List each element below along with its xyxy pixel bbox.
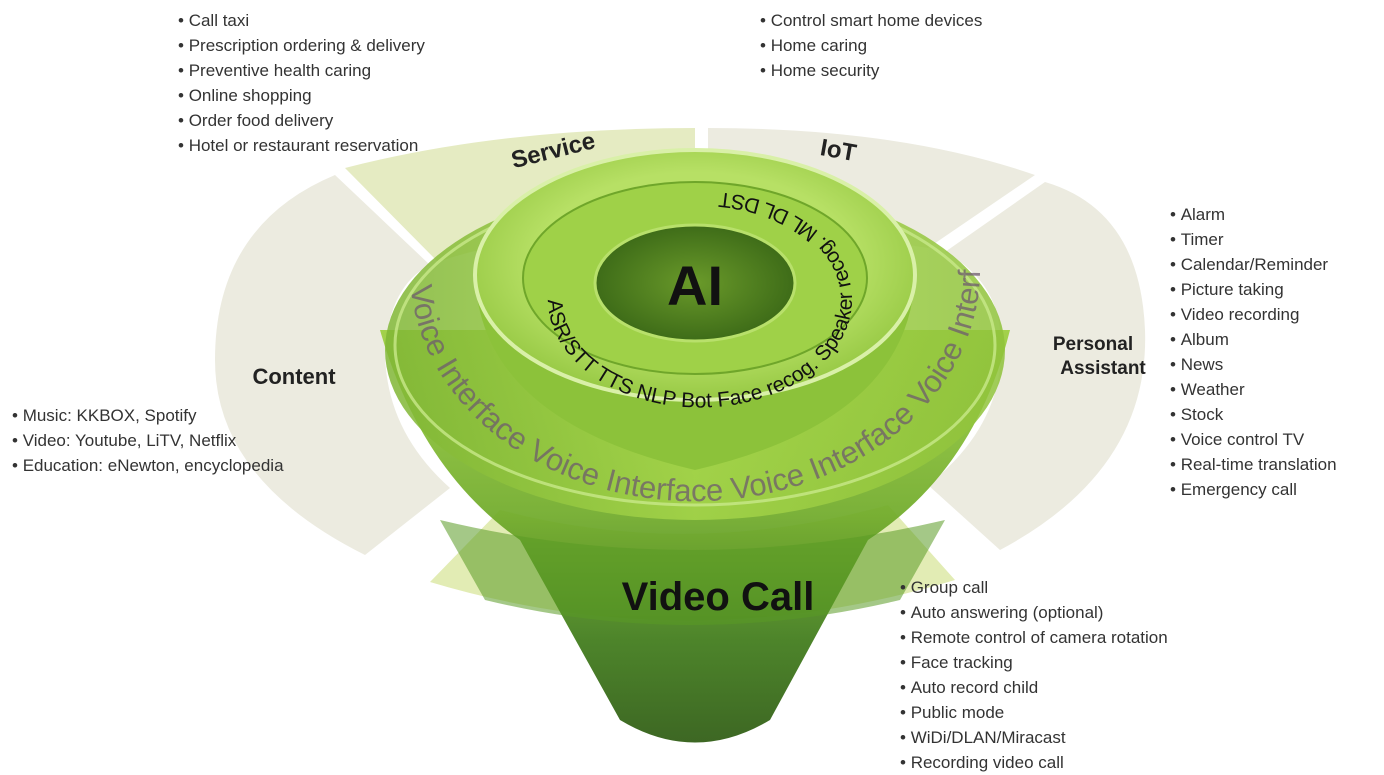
inner-ring <box>473 148 917 470</box>
list-item: Auto record child <box>900 675 1168 700</box>
list-item: Online shopping <box>178 83 425 108</box>
list-item: Stock <box>1170 402 1337 427</box>
list-item: Education: eNewton, encyclopedia <box>12 453 284 478</box>
list-item: Video: Youtube, LiTV, Netflix <box>12 428 284 453</box>
list-item: Timer <box>1170 227 1337 252</box>
list-item: Order food delivery <box>178 108 425 133</box>
list-item: Emergency call <box>1170 477 1337 502</box>
list-item: Real-time translation <box>1170 452 1337 477</box>
personal-assistant-feature-list: Alarm Timer Calendar/Reminder Picture ta… <box>1170 202 1337 502</box>
segment-label-personal: Personal <box>1053 334 1133 355</box>
list-item: Prescription ordering & delivery <box>178 33 425 58</box>
service-feature-list: Call taxi Prescription ordering & delive… <box>178 8 425 158</box>
list-item: Call taxi <box>178 8 425 33</box>
list-item: Alarm <box>1170 202 1337 227</box>
video-call-label: Video Call <box>622 575 815 619</box>
list-item: Video recording <box>1170 302 1337 327</box>
list-item: Control smart home devices <box>760 8 983 33</box>
list-item: Group call <box>900 575 1168 600</box>
list-item: Face tracking <box>900 650 1168 675</box>
content-feature-list: Music: KKBOX, Spotify Video: Youtube, Li… <box>12 403 284 478</box>
list-item: Public mode <box>900 700 1168 725</box>
list-item: Recording video call <box>900 750 1168 775</box>
list-item: Music: KKBOX, Spotify <box>12 403 284 428</box>
center-label: AI <box>667 254 723 317</box>
list-item: Voice control TV <box>1170 427 1337 452</box>
segment-label-iot: IoT <box>818 134 858 167</box>
list-item: News <box>1170 352 1337 377</box>
segment-label-assistant: Assistant <box>1060 358 1146 379</box>
list-item: Weather <box>1170 377 1337 402</box>
list-item: Preventive health caring <box>178 58 425 83</box>
list-item: Calendar/Reminder <box>1170 252 1337 277</box>
list-item: Home caring <box>760 33 982 58</box>
video-call-feature-list: Group call Auto answering (optional) Rem… <box>900 575 1168 775</box>
list-item: Picture taking <box>1170 277 1337 302</box>
iot-feature-list: Control smart home devices Home caring H… <box>760 8 983 83</box>
list-item: Remote control of camera rotation <box>900 625 1168 650</box>
list-item: Home security <box>760 58 982 83</box>
segment-label-content: Content <box>252 364 336 389</box>
list-item: Album <box>1170 327 1337 352</box>
list-item: Auto answering (optional) <box>900 600 1168 625</box>
list-item: WiDi/DLAN/Miracast <box>900 725 1168 750</box>
segment-personal-assistant <box>928 182 1146 550</box>
list-item: Hotel or restaurant reservation <box>178 133 425 158</box>
